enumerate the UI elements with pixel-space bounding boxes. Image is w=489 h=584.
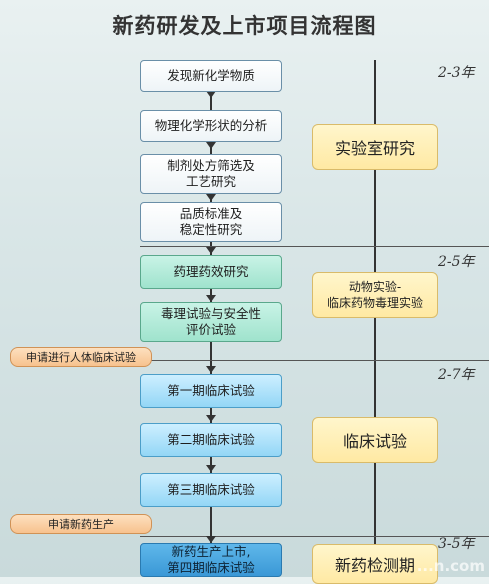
timeline-line [374, 60, 376, 577]
phase-divider [140, 246, 489, 247]
phase-lab-research: 实验室研究 [312, 124, 438, 170]
step-quality-stability: 品质标准及 稳定性研究 [140, 202, 282, 242]
flow-arrow [206, 536, 216, 543]
step-formulation: 制剂处方筛选及 工艺研究 [140, 154, 282, 194]
phase-animal-testing: 动物实验- 临床药物毒理实验 [312, 272, 438, 318]
flow-arrow [206, 415, 216, 422]
step-phase-2: 第二期临床试验 [140, 423, 282, 457]
phase-divider [140, 536, 489, 537]
step-toxicology: 毒理试验与安全性 评价试验 [140, 302, 282, 342]
flow-arrow [206, 142, 216, 149]
step-phase-1: 第一期临床试验 [140, 374, 282, 408]
step-production-phase-4: 新药生产上市, 第四期临床试验 [140, 543, 282, 577]
page-title: 新药研发及上市项目流程图 [112, 13, 377, 38]
flow-arrow [206, 295, 216, 302]
step-physchem-analysis: 物理化学形状的分析 [140, 110, 282, 142]
flow-arrow [206, 91, 216, 98]
phase-clinical-trial: 临床试验 [312, 417, 438, 463]
duration-label: 2-7年 [438, 367, 475, 383]
step-pharmacology: 药理药效研究 [140, 255, 282, 289]
watermark: ...n.com [416, 557, 485, 575]
step-phase-3: 第三期临床试验 [140, 473, 282, 507]
step-discover-compound: 发现新化学物质 [140, 60, 282, 92]
duration-label: 2-5年 [438, 254, 475, 270]
duration-label: 3-5年 [438, 536, 475, 552]
flow-arrow [206, 194, 216, 201]
application-clinical-trial: 申请进行人体临床试验 [10, 347, 152, 367]
duration-label: 2-3年 [438, 65, 475, 81]
flow-arrow [206, 366, 216, 373]
flow-arrow [206, 247, 216, 254]
phase-divider [140, 360, 489, 361]
flow-arrow [206, 465, 216, 472]
application-production: 申请新药生产 [10, 514, 152, 534]
